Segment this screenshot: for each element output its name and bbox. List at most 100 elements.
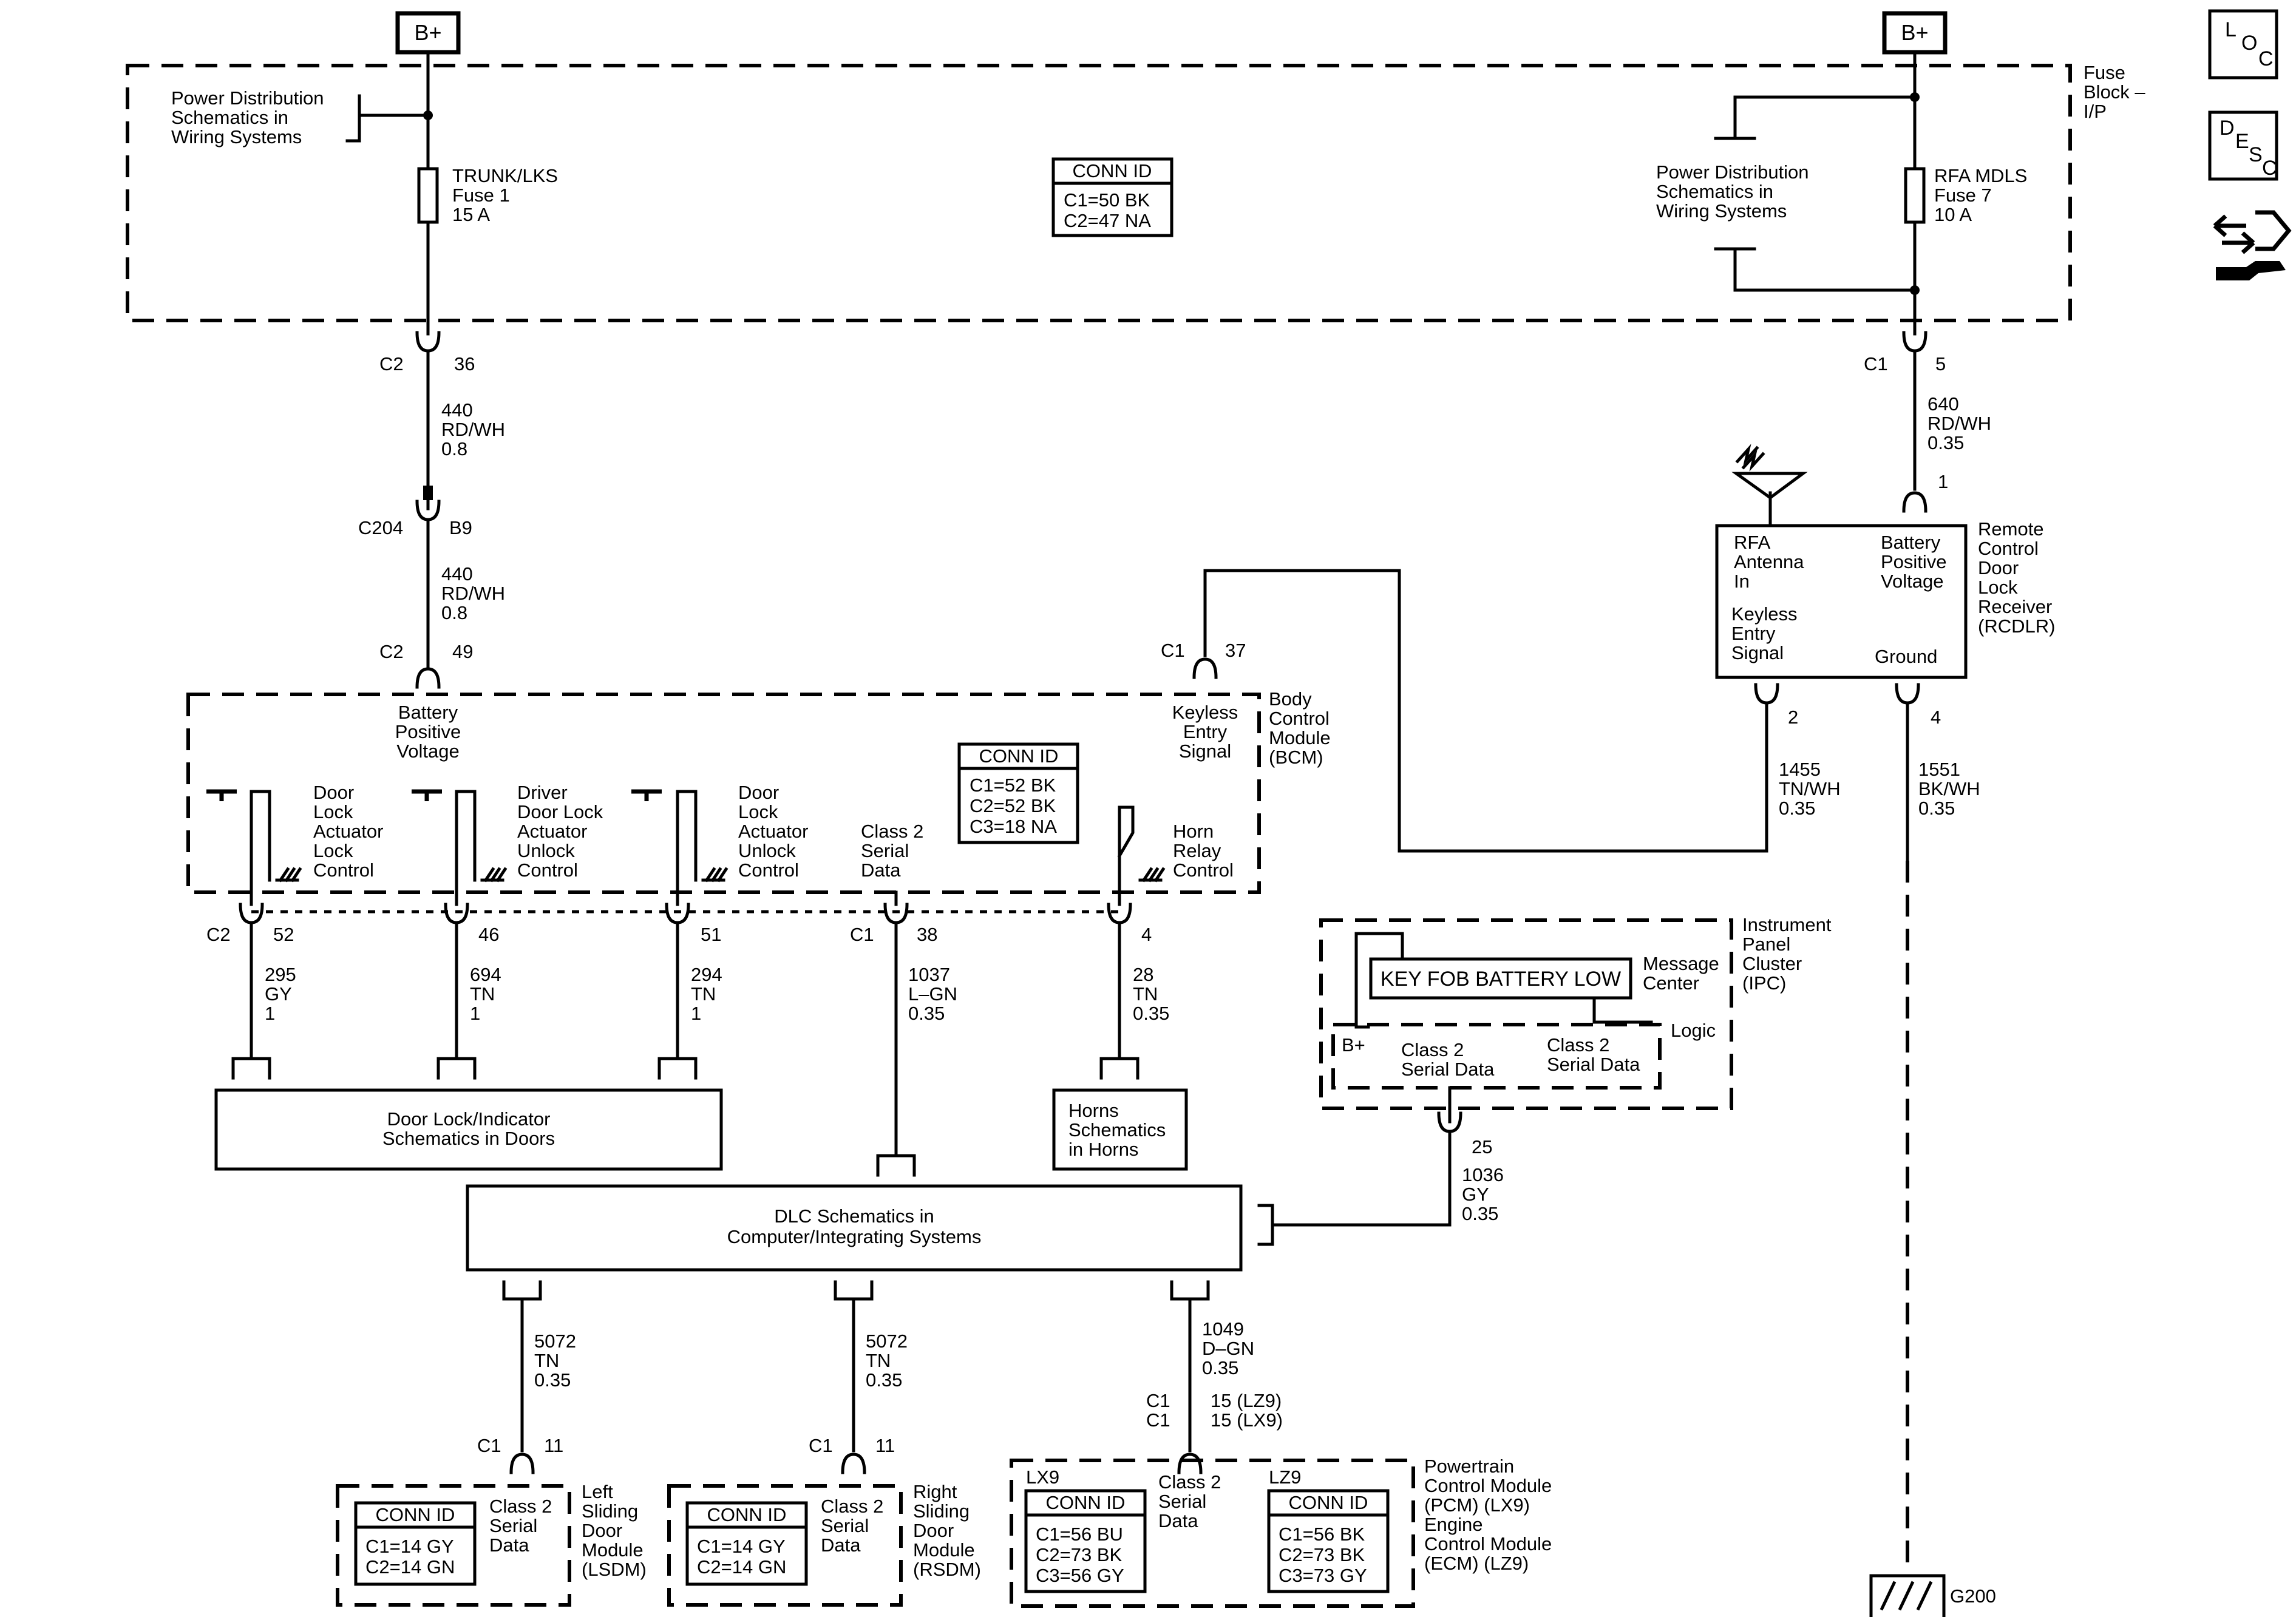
svg-text:Class 2: Class 2 xyxy=(821,1496,883,1517)
wire-1049: 1049 D–GN 0.35 xyxy=(1202,1318,1254,1378)
ipc-logic-outline xyxy=(1331,1023,1662,1090)
lock-control-label: Door Lock Actuator Lock Control xyxy=(313,782,383,881)
svg-text:C1: C1 xyxy=(1146,1409,1170,1431)
svg-text:0.35: 0.35 xyxy=(1462,1203,1498,1224)
svg-text:GY: GY xyxy=(265,983,292,1005)
svg-text:Horns: Horns xyxy=(1068,1100,1119,1121)
svg-text:C: C xyxy=(2258,47,2274,70)
svg-text:RD/WH: RD/WH xyxy=(441,419,505,440)
fuse-block-outline xyxy=(126,64,2072,322)
fuse-rfa-mdls xyxy=(1904,167,1926,224)
bcm-battery-label: Battery Positive Voltage xyxy=(395,702,461,762)
svg-text:5072: 5072 xyxy=(534,1331,576,1352)
svg-text:Schematics in: Schematics in xyxy=(1656,181,1773,202)
ipc-label: Instrument Panel Cluster (IPC) xyxy=(1742,914,1832,994)
message-center-label: Message Center xyxy=(1643,953,1719,994)
svg-text:1: 1 xyxy=(691,1003,701,1024)
b-plus-left: B+ xyxy=(395,11,461,55)
svg-text:Panel: Panel xyxy=(1742,934,1790,955)
svg-text:Door Lock/Indicator: Door Lock/Indicator xyxy=(387,1108,551,1130)
pin-46: 46 xyxy=(478,924,499,945)
connector-tool-icon[interactable] xyxy=(2213,210,2292,280)
svg-text:DLC Schematics in: DLC Schematics in xyxy=(774,1205,934,1227)
c2-49-conn: C2 xyxy=(379,641,404,662)
svg-text:Battery: Battery xyxy=(1881,532,1941,553)
svg-text:CONN ID: CONN ID xyxy=(707,1504,787,1525)
svg-text:Cluster: Cluster xyxy=(1742,953,1802,974)
pcm-c1-pins: 15 (LZ9) 15 (LX9) xyxy=(1211,1390,1283,1431)
svg-text:1037: 1037 xyxy=(908,964,950,985)
svg-text:S: S xyxy=(2249,143,2263,166)
pcm-ecm-label: Powertrain Control Module (PCM) (LX9) En… xyxy=(1424,1456,1552,1574)
c1-5-conn: C1 xyxy=(1864,353,1888,375)
svg-text:Data: Data xyxy=(489,1534,529,1556)
svg-text:Lock: Lock xyxy=(313,840,353,861)
svg-text:E: E xyxy=(2235,130,2249,153)
pcm-class2: Class 2 Serial Data xyxy=(1158,1471,1221,1531)
svg-text:1049: 1049 xyxy=(1202,1318,1244,1340)
ipc-logic-label: Logic xyxy=(1671,1020,1716,1041)
svg-text:1551: 1551 xyxy=(1918,759,1960,780)
c204-pin: B9 xyxy=(449,517,472,538)
c2-49-pin: 49 xyxy=(452,641,473,662)
ipc-class2-a: Class 2 Serial Data xyxy=(1401,1039,1495,1080)
rcdlr-pin-4: 4 xyxy=(1931,707,1941,728)
svg-text:C: C xyxy=(2262,157,2277,180)
svg-text:C3=56 GY: C3=56 GY xyxy=(1036,1565,1124,1586)
pcm-lx9-tag: LX9 xyxy=(1026,1466,1059,1488)
svg-text:L–GN: L–GN xyxy=(908,983,957,1005)
svg-text:C3=18 NA: C3=18 NA xyxy=(970,816,1057,837)
svg-text:640: 640 xyxy=(1927,393,1959,415)
power-dist-right-text: Power Distribution Schematics in Wiring … xyxy=(1656,161,1809,222)
dlc-box[interactable]: DLC Schematics in Computer/Integrating S… xyxy=(466,1184,1243,1272)
svg-text:C3=73 GY: C3=73 GY xyxy=(1279,1565,1367,1586)
svg-text:0.35: 0.35 xyxy=(1927,432,1964,453)
c1-5-pin: 5 xyxy=(1935,353,1946,375)
ipc-outline xyxy=(1319,918,1733,1110)
svg-text:TRUNK/LKS: TRUNK/LKS xyxy=(452,165,558,186)
b-plus-right: B+ xyxy=(1882,11,1948,55)
ground-g200: G200 xyxy=(1869,1574,1996,1617)
rsdm-label: Right Sliding Door Module (RSDM) xyxy=(913,1481,981,1580)
c2-52-pin: 52 xyxy=(273,924,294,945)
svg-text:Antenna: Antenna xyxy=(1734,551,1804,572)
svg-text:Module: Module xyxy=(913,1539,975,1561)
horn-relay-label: Horn Relay Control xyxy=(1173,821,1234,881)
driver-unlock-label: Driver Door Lock Actuator Unlock Control xyxy=(517,782,603,881)
svg-text:TN: TN xyxy=(534,1350,559,1371)
svg-text:Voltage: Voltage xyxy=(1881,571,1943,592)
svg-text:D–GN: D–GN xyxy=(1202,1338,1254,1359)
svg-text:0.8: 0.8 xyxy=(441,602,467,623)
bcm-label: Body Control Module (BCM) xyxy=(1269,688,1331,768)
svg-text:Body: Body xyxy=(1269,688,1312,710)
svg-text:Door: Door xyxy=(1978,557,2019,578)
svg-text:0.35: 0.35 xyxy=(534,1369,571,1391)
bcm-class2-label: Class 2 Serial Data xyxy=(861,821,923,881)
wire-1036: 1036 GY 0.35 xyxy=(1462,1164,1504,1224)
svg-text:294: 294 xyxy=(691,964,722,985)
svg-text:C1=52 BK: C1=52 BK xyxy=(970,775,1056,796)
svg-text:Door: Door xyxy=(913,1520,954,1541)
svg-text:Serial: Serial xyxy=(861,840,909,861)
loc-icon[interactable]: LOC xyxy=(2208,9,2278,80)
lsdm-c1-pin: 11 xyxy=(544,1435,563,1456)
svg-text:CONN ID: CONN ID xyxy=(376,1504,455,1525)
wire-295: 295 GY 1 xyxy=(265,964,296,1024)
bcm-conn-id: CONN ID C1=52 BK C2=52 BK C3=18 NA xyxy=(957,742,1079,844)
svg-text:B+: B+ xyxy=(414,20,441,45)
svg-text:GY: GY xyxy=(1462,1184,1489,1205)
svg-text:1: 1 xyxy=(470,1003,480,1024)
svg-text:Signal: Signal xyxy=(1179,741,1231,762)
wire-1551: 1551 BK/WH 0.35 xyxy=(1918,759,1980,819)
fuse-right-label: RFA MDLS Fuse 7 10 A xyxy=(1934,165,2027,225)
svg-text:BK/WH: BK/WH xyxy=(1918,778,1980,799)
svg-text:Positive: Positive xyxy=(1881,551,1947,572)
svg-text:Lock: Lock xyxy=(313,801,353,822)
door-lock-indicator-box[interactable]: Door Lock/Indicator Schematics in Doors xyxy=(214,1088,723,1171)
svg-text:Data: Data xyxy=(821,1534,861,1556)
horns-box[interactable]: Horns Schematics in Horns xyxy=(1052,1088,1188,1171)
svg-text:TN: TN xyxy=(866,1350,891,1371)
svg-text:Actuator: Actuator xyxy=(517,821,587,842)
